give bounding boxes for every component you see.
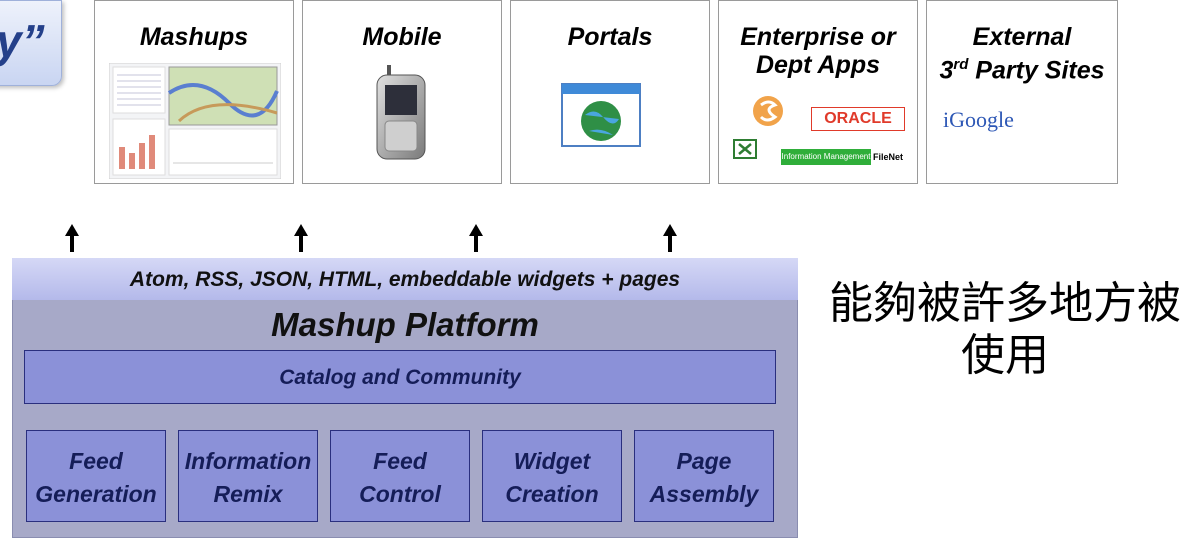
- section-badge: [0, 0, 62, 86]
- consumer-enterprise: Enterprise or Dept Apps ORACLE Informati…: [718, 0, 918, 184]
- consumer-mashups: Mashups: [94, 0, 294, 184]
- catalog-label: Catalog and Community: [279, 366, 521, 389]
- information-management-logo: Information Management: [781, 149, 871, 165]
- consumer-portals: Portals: [510, 0, 710, 184]
- protocol-band: [12, 258, 798, 300]
- consumer-title: Mashups: [139, 23, 249, 51]
- platform-title: Mashup Platform: [271, 306, 539, 343]
- arrow-up-icon: [65, 224, 79, 252]
- sametime-icon: [753, 96, 783, 126]
- consumer-mobile: Mobile: [302, 0, 502, 184]
- badge-text: y”: [0, 15, 45, 67]
- excel-icon: [733, 139, 757, 159]
- filenet-logo: FileNet: [873, 152, 904, 162]
- arrow-up-icon: [663, 224, 677, 252]
- arrow-up-icon: [294, 224, 308, 252]
- consumer-title: Portals: [567, 23, 653, 51]
- mashup-screenshot-icon: [109, 63, 281, 179]
- consumer-title: Enterprise or Dept Apps: [740, 23, 896, 79]
- arrow-up-icon: [469, 224, 483, 252]
- oracle-logo: ORACLE: [811, 107, 905, 131]
- consumer-external: External 3rd Party Sites iGoogle: [926, 0, 1118, 184]
- igoogle-logo: iGoogle: [943, 107, 1014, 132]
- protocol-label: Atom, RSS, JSON, HTML, embeddable widget…: [129, 268, 681, 291]
- mobile-phone-icon: [376, 65, 426, 160]
- consumer-title: External 3rd Party Sites: [939, 23, 1105, 85]
- catalog-box: [24, 350, 776, 404]
- portal-globe-window-icon: [561, 83, 641, 147]
- consumer-title: Mobile: [362, 23, 442, 51]
- caption: 能夠被許多地方被 使用: [829, 278, 1181, 381]
